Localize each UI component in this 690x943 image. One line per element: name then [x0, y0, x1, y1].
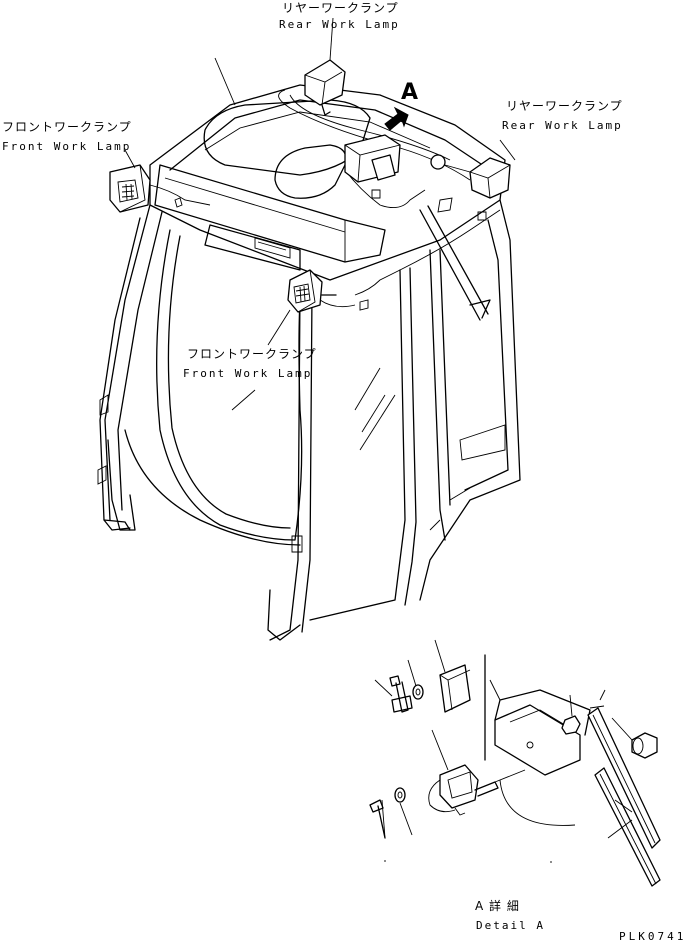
front-lamp-center-label-en: Front Work Lamp [183, 367, 313, 380]
cab-frame [97, 84, 521, 641]
view-a-arrow [384, 106, 409, 131]
control-box [344, 134, 401, 183]
wiring-harness [149, 89, 501, 311]
drawing-code: PLK0741 [619, 930, 687, 943]
front-work-lamp-left [109, 149, 151, 213]
front-lamp-center-label-jp: フロントワークランプ [187, 347, 317, 361]
front-work-lamp-center [267, 269, 337, 346]
rear-lamp-right-label-jp: リヤーワークランプ [506, 99, 623, 113]
leader-lines [214, 57, 236, 106]
rear-work-lamp-right [430, 139, 516, 199]
rear-lamp-top-label-en: Rear Work Lamp [279, 18, 400, 31]
front-lamp-left-label-en: Front Work Lamp [2, 140, 132, 153]
rear-work-lamp-top [304, 17, 346, 116]
rear-lamp-top-label-jp: リヤーワークランプ [282, 1, 399, 15]
front-lamp-left-label-jp: フロントワークランプ [2, 120, 132, 134]
detail-a-label-jp: A 詳 細 [475, 899, 520, 913]
rear-lamp-right-label-en: Rear Work Lamp [502, 119, 623, 132]
view-a-marker: A [401, 80, 419, 105]
detail-a-label-en: Detail A [476, 919, 545, 932]
detail-a-assembly [369, 639, 661, 887]
